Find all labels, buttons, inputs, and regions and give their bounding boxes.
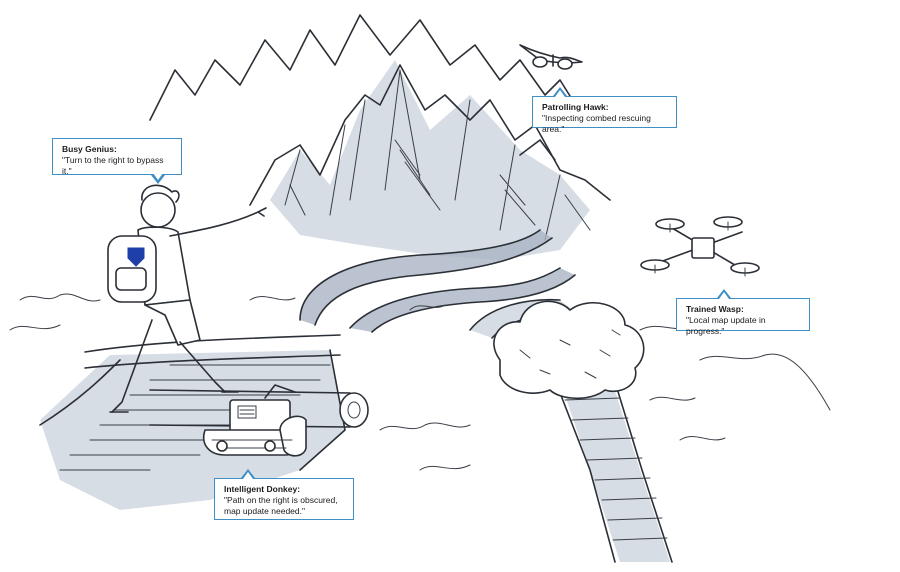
callout-quote: "Turn to the right to bypass it." (62, 155, 164, 176)
callout-speaker-name: Trained Wasp: (686, 304, 744, 314)
callout-quote: "Local map update in progress." (686, 315, 766, 336)
callout-speaker-name: Patrolling Hawk: (542, 102, 609, 112)
foliage (9, 293, 831, 471)
callout-pointer (241, 469, 255, 479)
callout-patrolling-hawk: Patrolling Hawk: "Inspecting combed resc… (532, 87, 677, 134)
callout-intelligent-donkey: Intelligent Donkey: "Path on the right i… (214, 469, 354, 520)
hiker-with-backpack (107, 184, 267, 413)
tracked-robot (203, 384, 307, 457)
callout-pointer (151, 173, 165, 184)
callout-pointer (553, 87, 567, 97)
callout-speaker-name: Busy Genius: (62, 144, 117, 154)
callout-quote: "Path on the right is obscured, map upda… (224, 495, 338, 516)
mountain-range (149, 14, 611, 260)
callout-trained-wasp: Trained Wasp: "Local map update in progr… (676, 289, 810, 336)
callout-pointer (717, 289, 731, 299)
fixed-wing-drone (519, 44, 583, 70)
quadcopter-drone (640, 216, 760, 277)
bush-obstacle (493, 300, 645, 400)
callout-speaker-name: Intelligent Donkey: (224, 484, 301, 494)
right-track (554, 371, 673, 563)
callout-quote: "Inspecting combed rescuing area." (542, 113, 651, 134)
foreground-ground (39, 334, 369, 510)
callout-busy-genius: Busy Genius: "Turn to the right to bypas… (52, 138, 182, 184)
